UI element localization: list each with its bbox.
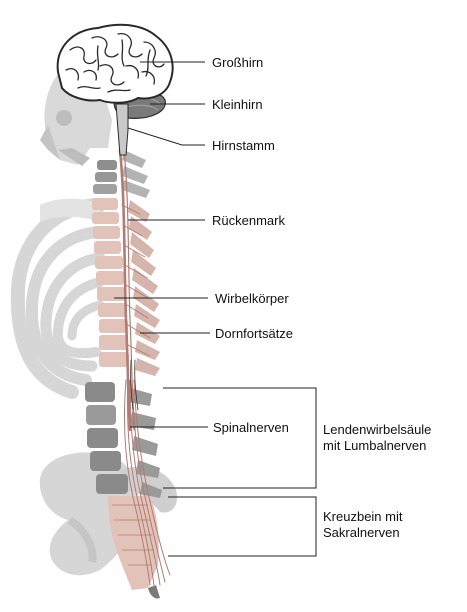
label-lumbar-line2: mit Lumbalnerven [323, 438, 427, 453]
label-spinal-nerves: Spinalnerven [213, 420, 289, 435]
rib-cage [10, 198, 107, 399]
cauda-equina [123, 359, 171, 586]
label-sacral: Kreuzbein mit Sakralnerven [323, 509, 402, 541]
brain [56, 23, 174, 156]
cerebrum-shape [56, 23, 174, 104]
label-lumbar-line1: Lendenwirbelsäule [323, 422, 432, 437]
label-spinal-cord: Rückenmark [212, 213, 285, 228]
label-lumbar: Lendenwirbelsäule mit Lumbalnerven [323, 422, 431, 454]
bracket-sacral [168, 496, 317, 557]
leader-lines [114, 61, 317, 557]
shoulder-blade [40, 198, 100, 222]
label-cerebrum: Großhirn [212, 55, 264, 70]
thoracic-vertebrae [92, 198, 160, 376]
label-spinous-processes: Dornfortsätze [215, 326, 294, 341]
leader-line-brainstem [127, 127, 205, 146]
cerebrum-gyri [65, 33, 165, 93]
nerve-roots [121, 204, 151, 357]
label-brainstem: Hirnstamm [212, 138, 275, 153]
brainstem-shape [115, 103, 129, 156]
label-vertebral-body: Wirbelkörper [215, 291, 289, 306]
label-sacral-line1: Kreuzbein mit [323, 509, 403, 524]
label-sacral-line2: Sakralnerven [323, 525, 400, 540]
label-cerebellum: Kleinhirn [212, 97, 263, 112]
cervical-vertebrae [93, 150, 150, 198]
spine [85, 150, 162, 599]
bracket-lumbar [163, 387, 317, 489]
lumbar-vertebrae [85, 382, 162, 498]
